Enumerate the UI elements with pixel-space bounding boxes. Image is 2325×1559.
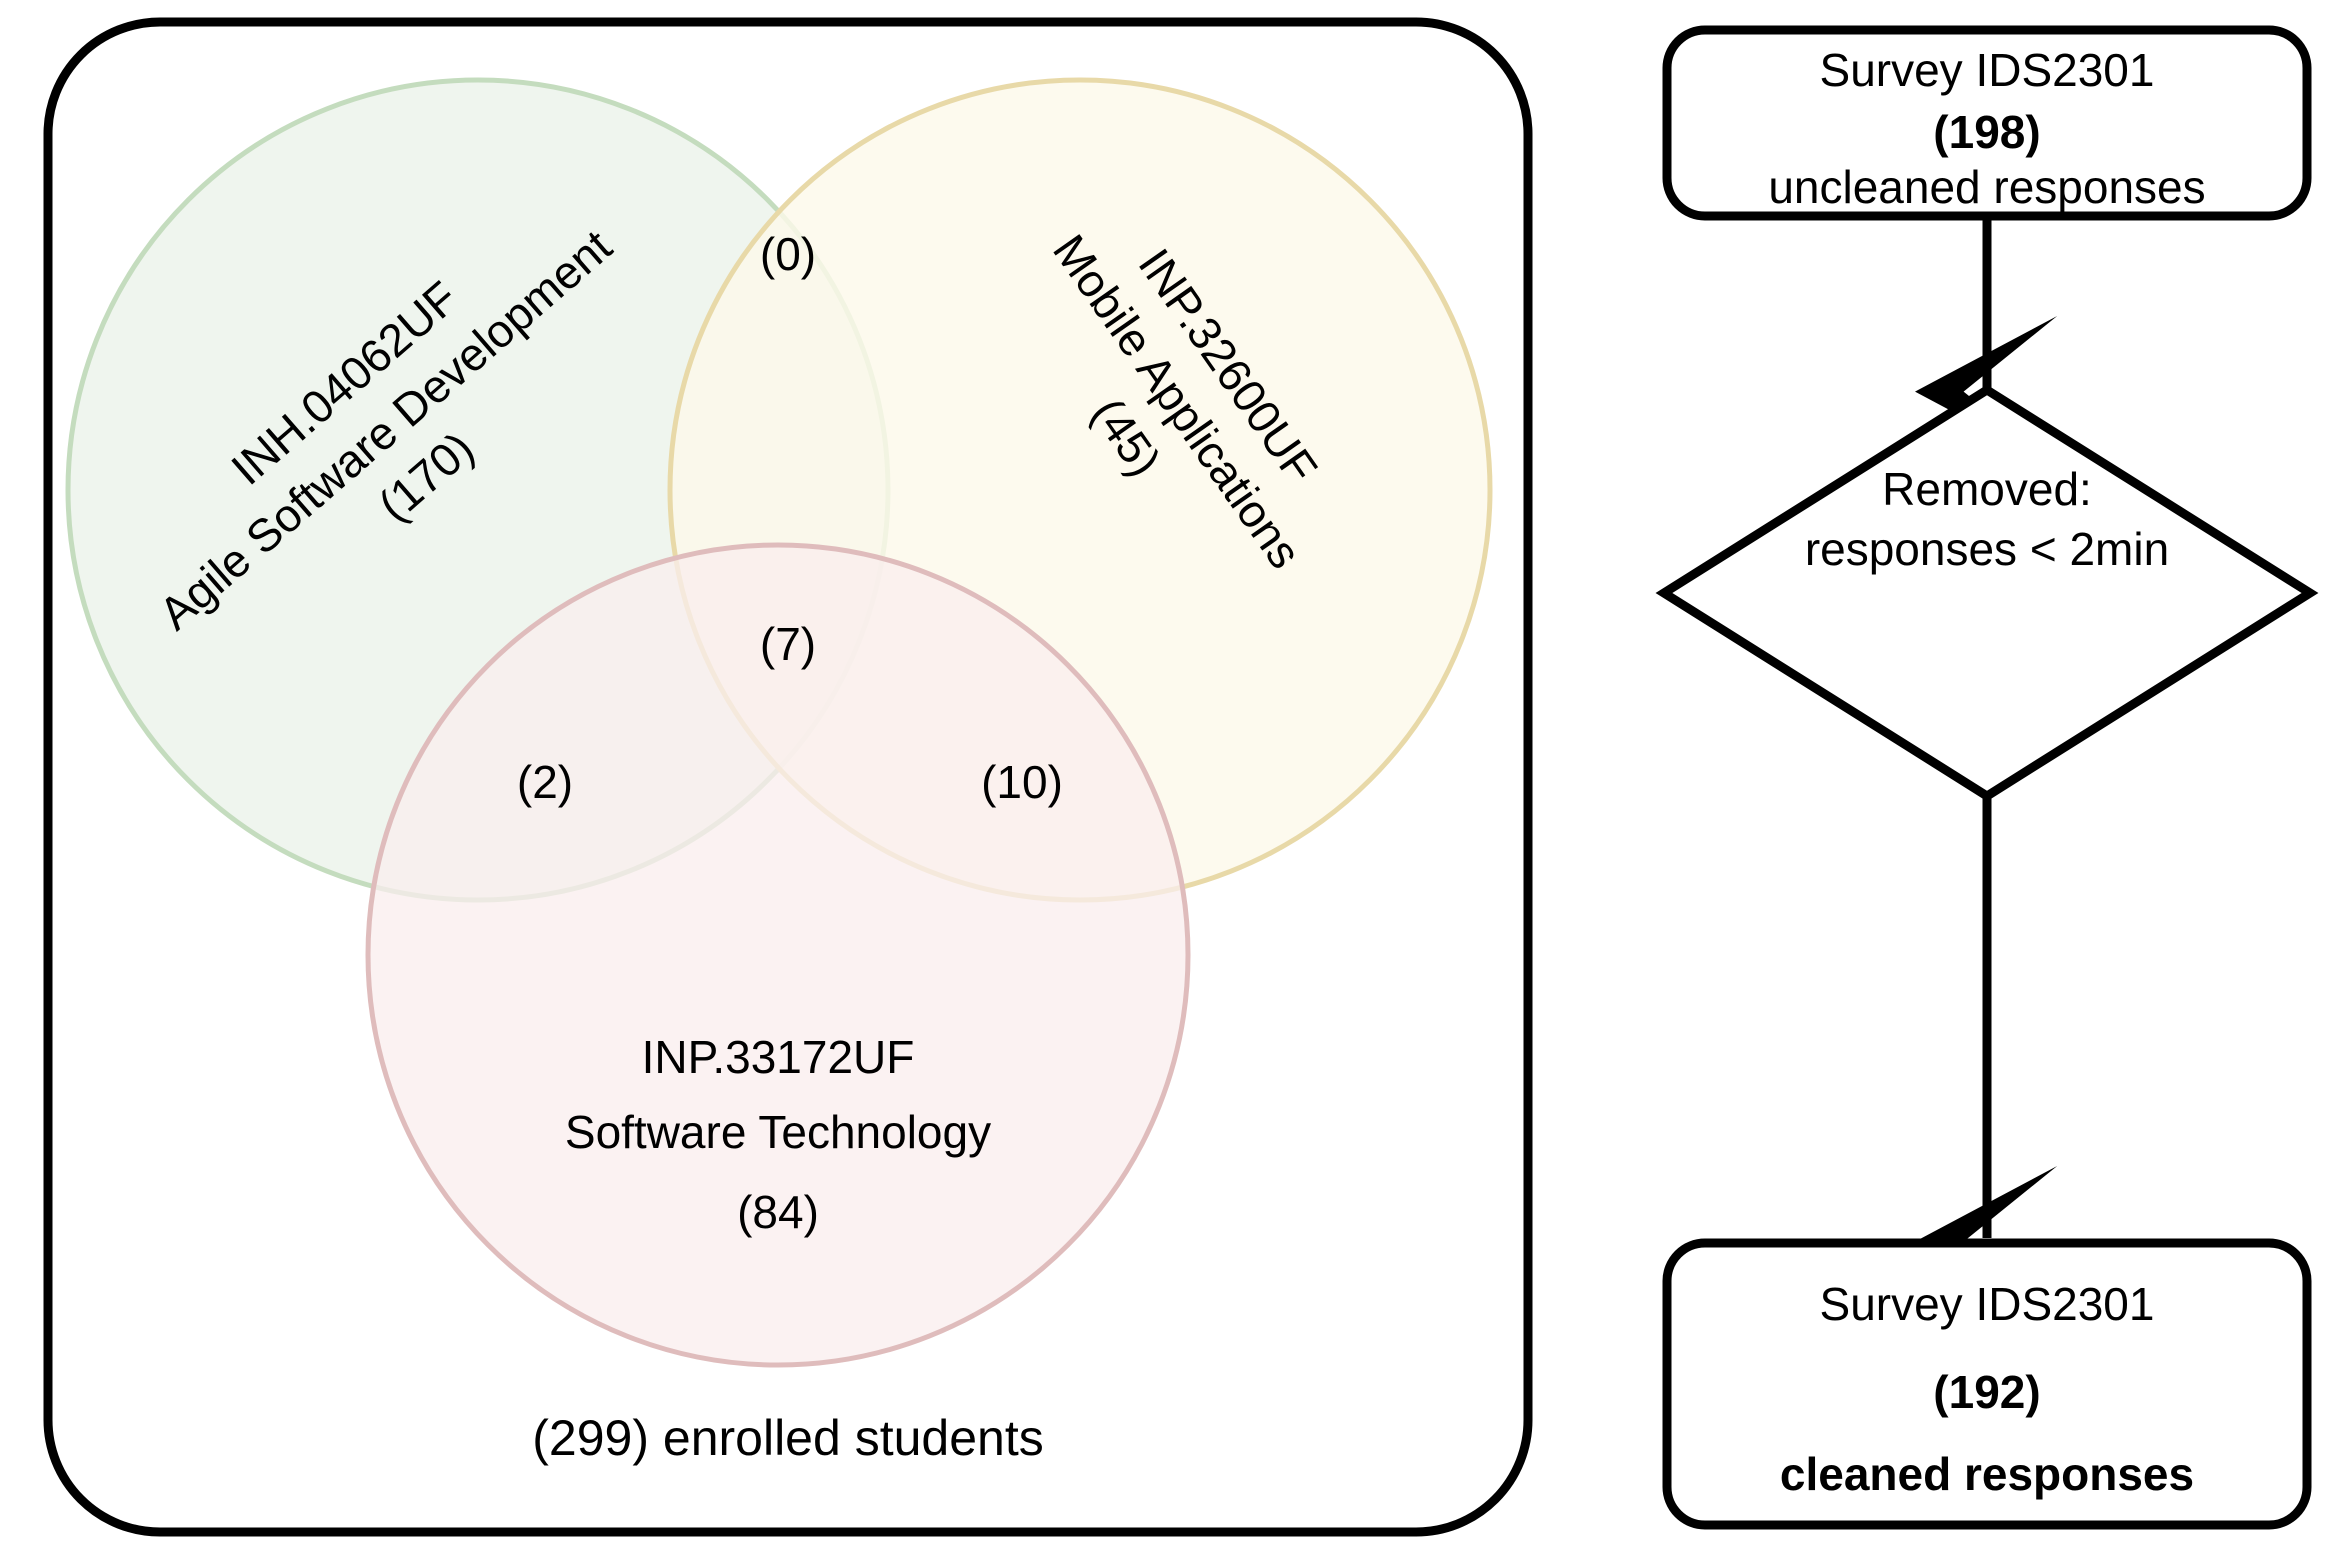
venn-intersection-agile-mobile-softwaretech: (7) [760, 618, 816, 670]
flow-top-box-line3: uncleaned responses [1768, 161, 2205, 213]
venn-panel: INH.04062UF Agile Software Development (… [43, 17, 1533, 1537]
flow-bottom-box-line1: Survey IDS2301 [1820, 1278, 2155, 1330]
flow-decision-line1: Removed: [1882, 463, 2092, 515]
venn-label-software-tech-name: Software Technology [565, 1106, 991, 1158]
venn-intersection-mobile-softwaretech: (10) [981, 756, 1063, 808]
flow-top-box-line1: Survey IDS2301 [1820, 44, 2155, 96]
venn-circle-software-tech [365, 542, 1191, 1368]
flow-bottom-box-line3: cleaned responses [1780, 1448, 2194, 1500]
venn-intersection-agile-mobile: (0) [760, 228, 816, 280]
flow-bottom-box [1662, 1238, 2312, 1530]
flow-decision-diamond [1655, 384, 2319, 802]
enrolled-students-caption: (299) enrolled students [532, 1410, 1043, 1466]
venn-intersection-agile-softwaretech: (2) [517, 756, 573, 808]
flow-decision-line2: responses < 2min [1805, 523, 2169, 575]
flow-bottom-box-count: (192) [1933, 1366, 2040, 1418]
venn-label-software-tech-code: INP.33172UF [642, 1031, 915, 1083]
venn-label-software-tech-count: (84) [737, 1186, 819, 1238]
venn-label-software-tech: INP.33172UF Software Technology (84) [565, 1031, 991, 1238]
flowchart-panel: Survey IDS2301 (198) uncleaned responses… [1655, 25, 2319, 1530]
flow-top-box-count: (198) [1933, 106, 2040, 158]
